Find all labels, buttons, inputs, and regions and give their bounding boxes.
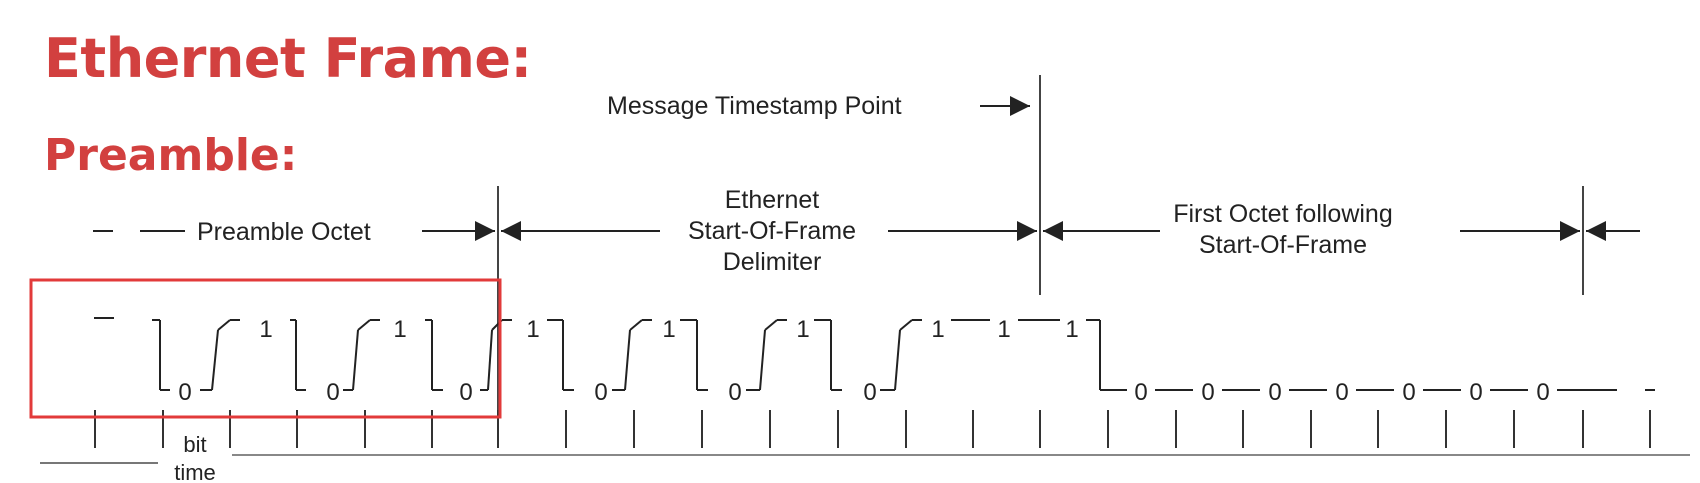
bit-label: 0 — [178, 379, 191, 406]
bit-label: 1 — [931, 316, 944, 343]
section-subtitle: Preamble: — [44, 130, 298, 181]
bit-label: 1 — [997, 316, 1010, 343]
bit-label: 0 — [1469, 379, 1482, 406]
bit-label: 0 — [1201, 379, 1214, 406]
bit-labels: 0 1 0 1 0 1 0 1 0 1 0 1 1 1 0 0 0 0 0 0 … — [178, 316, 1549, 406]
bit-label: 1 — [1065, 316, 1078, 343]
bit-label: 1 — [796, 316, 809, 343]
bit-label: 0 — [1134, 379, 1147, 406]
waveform-segment — [759, 329, 766, 391]
timestamp-label: Message Timestamp Point — [607, 92, 902, 120]
bit-label: 1 — [526, 316, 539, 343]
page-title: Ethernet Frame: — [44, 27, 532, 90]
waveform-segment — [211, 329, 219, 391]
waveform-segment — [629, 319, 643, 331]
sfd-label-line1: Ethernet — [725, 186, 820, 214]
bit-label: 1 — [393, 316, 406, 343]
bit-label: 0 — [1268, 379, 1281, 406]
bit-label: 0 — [594, 379, 607, 406]
bit-label: 0 — [863, 379, 876, 406]
waveform-segment — [764, 319, 778, 331]
bit-label: 0 — [326, 379, 339, 406]
sfd-label-line3: Delimiter — [723, 248, 822, 276]
waveform-segment — [899, 319, 913, 331]
bit-label: 1 — [259, 316, 272, 343]
waveform-segment — [624, 329, 631, 391]
first-octet-label-line2: Start-Of-Frame — [1199, 231, 1367, 259]
waveform-segment — [217, 319, 231, 331]
sfd-label-line2: Start-Of-Frame — [688, 217, 856, 245]
bit-time-ticks — [94, 410, 1651, 448]
bit-label: 0 — [1536, 379, 1549, 406]
waveform-segment — [894, 329, 901, 391]
bit-label: 0 — [1335, 379, 1348, 406]
preamble-octet-label: Preamble Octet — [197, 218, 371, 246]
waveform-segment — [352, 329, 359, 391]
bit-label: 0 — [459, 379, 472, 406]
bit-time-label-line2: time — [174, 460, 216, 483]
first-octet-label-line1: First Octet following — [1173, 200, 1393, 228]
waveform-segment — [487, 329, 493, 391]
preamble-highlight-box — [29, 278, 502, 419]
bit-label: 0 — [728, 379, 741, 406]
bit-label: 1 — [662, 316, 675, 343]
bit-time-label-line1: bit — [183, 432, 206, 457]
bit-label: 0 — [1402, 379, 1415, 406]
waveform-segment — [357, 319, 371, 331]
